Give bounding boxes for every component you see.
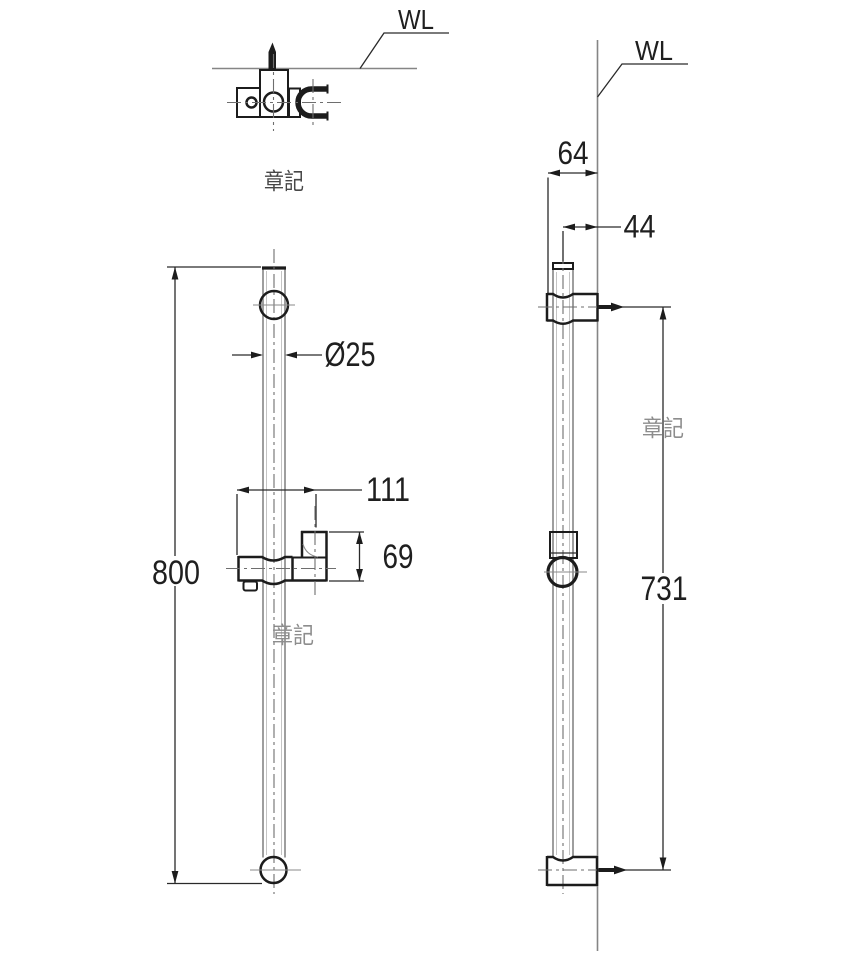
side-stamp-text: 章記: [642, 415, 684, 441]
plan-stamp-text: 章記: [264, 168, 304, 194]
slider-top-edge: [238, 555, 293, 562]
dim-64-text: 64: [558, 135, 589, 171]
dim-111: 111: [236, 471, 410, 555]
plan-view: WL 章記: [212, 4, 449, 194]
dim-731-arrow-up: [659, 307, 667, 320]
side-slider: [544, 531, 587, 589]
dim-44-arrow-left: [563, 223, 575, 231]
plan-wall-line-label: WL: [398, 4, 434, 35]
dim-111-text: 111: [366, 471, 410, 509]
dim-69: 69: [329, 531, 414, 582]
side-holder-body: [549, 531, 578, 559]
dim-64-arrow-left: [548, 169, 560, 177]
dim-731-arrow-down: [659, 857, 667, 870]
dim-731: 731: [639, 307, 689, 870]
dim-800-text-mask: [149, 556, 202, 586]
bottom-mount-arrow-icon: [614, 865, 627, 875]
top-bracket-bottom-edge: [547, 319, 598, 325]
top-bracket-top-edge: [547, 292, 598, 299]
dim-69-arrow-up: [356, 532, 363, 544]
side-wl-leader-line: [596, 63, 688, 98]
dim-111-arrow-left: [237, 486, 249, 494]
dim-dia25-arrow-left: [251, 351, 263, 359]
dim-731-text: 731: [641, 570, 688, 608]
dim-800-text: 800: [152, 554, 200, 592]
dim-800: 800: [149, 266, 262, 885]
dim-64-arrow-right: [585, 169, 598, 177]
slider-lock-tab: [242, 580, 258, 592]
side-view: WL 64 44: [538, 35, 689, 951]
dim-44-text: 44: [624, 209, 656, 245]
dim-69-arrow-down: [356, 569, 363, 581]
front-slider: [226, 506, 336, 596]
dim-64: 64: [547, 135, 598, 293]
side-wall-line-label: WL: [635, 35, 673, 66]
dim-dia25: Ø25: [232, 336, 376, 374]
side-top-bracket: [538, 292, 671, 325]
dim-44: 44: [562, 209, 656, 262]
front-bar: [250, 249, 301, 894]
side-bottom-bracket: [538, 855, 671, 887]
plan-mounting-pin: [268, 42, 276, 70]
bottom-bracket-top-edge: [547, 855, 597, 862]
top-mount-arrow-icon: [611, 302, 624, 312]
holder-socket-arc: [302, 543, 319, 558]
plan-wl-leader-line: [359, 32, 449, 69]
dim-dia25-text: Ø25: [325, 336, 376, 374]
dim-111-arrow-right: [304, 486, 316, 494]
front-view: 800 Ø25 111: [149, 249, 414, 894]
slider-bottom-edge: [238, 579, 293, 586]
dim-800-arrow-up: [171, 267, 179, 280]
dim-dia25-arrow-right: [285, 351, 297, 359]
dim-800-arrow-down: [171, 871, 179, 884]
dim-69-text: 69: [383, 538, 414, 576]
front-stamp-text: 章記: [272, 622, 314, 648]
dim-44-arrow-right: [585, 223, 598, 231]
dim-731-text-mask: [639, 573, 689, 604]
